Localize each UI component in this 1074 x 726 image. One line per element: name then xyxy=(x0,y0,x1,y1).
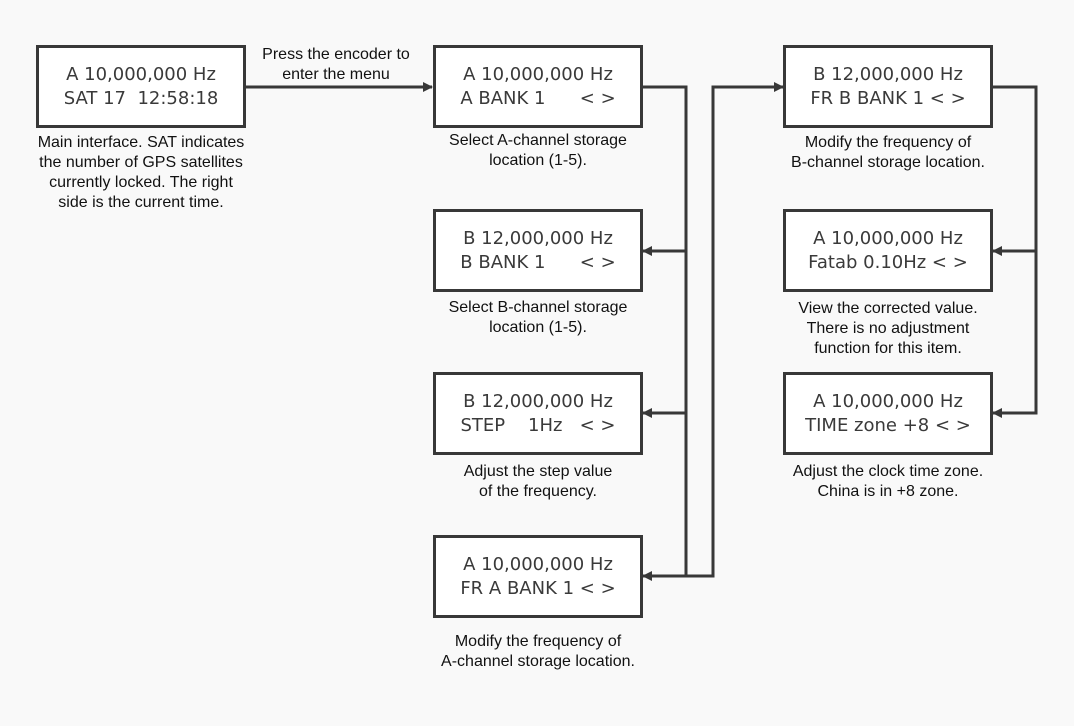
lcd-line-1: A 10,000,000 Hz xyxy=(66,63,216,85)
caption-b-bank: Select B-channel storage location (1-5). xyxy=(448,299,628,336)
lcd-line-2: FR A BANK 1 < > xyxy=(460,577,616,599)
lcd-a-bank: A 10,000,000 Hz A BANK 1 < > xyxy=(433,45,643,128)
lcd-line-1: B 12,000,000 Hz xyxy=(813,63,963,85)
lcd-line-2: Fatab 0.10Hz < > xyxy=(808,251,968,273)
caption-time-zone: Adjust the clock time zone. China is in … xyxy=(792,463,984,500)
lcd-line-1: A 10,000,000 Hz xyxy=(813,390,963,412)
lcd-fr-a-bank: A 10,000,000 Hz FR A BANK 1 < > xyxy=(433,535,643,618)
lcd-step: B 12,000,000 Hz STEP 1Hz < > xyxy=(433,372,643,455)
lcd-line-2: A BANK 1 < > xyxy=(460,87,616,109)
lcd-line-1: A 10,000,000 Hz xyxy=(813,227,963,249)
lcd-main-interface: A 10,000,000 Hz SAT 17 12:58:18 xyxy=(36,45,246,128)
caption-fatab: View the corrected value. There is no ad… xyxy=(798,300,978,357)
lcd-line-2: STEP 1Hz < > xyxy=(460,414,616,436)
caption-main-interface: Main interface. SAT indicates the number… xyxy=(37,134,245,211)
lcd-line-1: B 12,000,000 Hz xyxy=(463,390,613,412)
caption-fr-a-bank: Modify the frequency of A-channel storag… xyxy=(441,633,635,670)
bus-left-column xyxy=(642,85,688,581)
lcd-line-2: B BANK 1 < > xyxy=(460,251,616,273)
lcd-line-2: SAT 17 12:58:18 xyxy=(63,87,219,109)
edge-label: Press the encoder to enter the menu xyxy=(262,46,410,83)
lcd-line-1: A 10,000,000 Hz xyxy=(463,553,613,575)
lcd-fatab: A 10,000,000 Hz Fatab 0.10Hz < > xyxy=(783,209,993,292)
arrow-to-fr-b-bank xyxy=(686,82,784,578)
caption-fr-b-bank: Modify the frequency of B-channel storag… xyxy=(791,134,985,171)
lcd-fr-b-bank: B 12,000,000 Hz FR B BANK 1 < > xyxy=(783,45,993,128)
lcd-line-1: B 12,000,000 Hz xyxy=(463,227,613,249)
lcd-line-1: A 10,000,000 Hz xyxy=(463,63,613,85)
lcd-line-2: TIME zone +8 < > xyxy=(805,414,971,436)
lcd-time-zone: A 10,000,000 Hz TIME zone +8 < > xyxy=(783,372,993,455)
lcd-line-2: FR B BANK 1 < > xyxy=(810,87,966,109)
caption-a-bank: Select A-channel storage location (1-5). xyxy=(449,132,627,169)
caption-step: Adjust the step value of the frequency. xyxy=(463,463,613,500)
lcd-b-bank: B 12,000,000 Hz B BANK 1 < > xyxy=(433,209,643,292)
